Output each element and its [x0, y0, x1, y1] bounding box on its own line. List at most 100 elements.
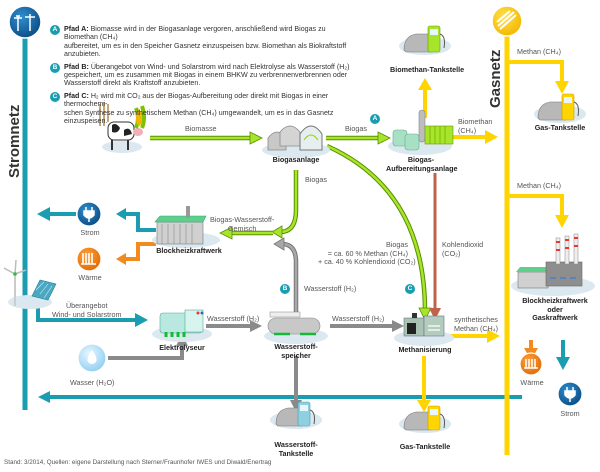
label-wasserstoffspeicher: Wasserstoff- speicher [266, 342, 326, 360]
hydrogen-lines [108, 237, 404, 412]
path-legend: A Pfad A: Biomasse wird in der Biogasanl… [50, 25, 354, 129]
flow-biogas-composition: Biogas = ca. 60 % Methan (CH₄) + ca. 40 … [318, 240, 416, 267]
badge-b: B [50, 62, 60, 73]
label-speicher-line-1: Wasserstoff- [274, 342, 318, 351]
diagram-badge-b: B [280, 284, 290, 294]
flow-kohlendioxid: Kohlendioxid (CO₂) [442, 240, 484, 258]
badge-a: A [50, 25, 60, 35]
label-speicher-line-2: speicher [281, 350, 311, 360]
flow-synth-methan-line-2: Methan (CH₄) [454, 323, 499, 333]
label-strom-left: Strom [80, 228, 100, 237]
diagram-badge-c: C [405, 284, 415, 294]
biogas-upgrading-plant-icon [388, 109, 454, 155]
flow-co2-line-2: (CO₂) [442, 248, 461, 258]
path-c-line-2: schen Synthese zu synthetischem Methan (… [64, 108, 334, 126]
flow-ueberangebot-line-2: Wind- und Solarstrom [52, 309, 122, 319]
gas-station-icon-bottom [399, 405, 451, 433]
label-aufbereitung-line-2: Aufbereitungsanlage [386, 163, 458, 173]
flow-biomethan-line-2: (CH₄) [458, 125, 477, 135]
gasnetz-lines [417, 36, 569, 455]
label-h2-station-line-2: Tankstelle [278, 448, 314, 458]
flow-biogas-top: Biogas [345, 124, 367, 133]
label-wasserstoff-tankstelle: Wasserstoff- Tankstelle [266, 440, 326, 458]
heat-radiator-icon-left [76, 246, 102, 272]
label-biogasanlage: Biogasanlage [272, 155, 320, 164]
diagram-badge-a: A [370, 114, 380, 124]
path-b-line-2: gespeichert, um es zusammen mit Biogas i… [64, 71, 348, 80]
flow-wasserstoff-2: Wasserstoff (H₂) [332, 314, 385, 323]
label-blockheizkraftwerk: Blockheizkraftwerk [156, 246, 222, 255]
flow-co2-line-1: Kohlendioxid [442, 240, 484, 249]
path-c-title: Pfad C: [64, 91, 89, 100]
label-wasser: Wasser (H₂O) [70, 378, 115, 387]
label-gas-tankstelle-bottom: Gas-Tankstelle [399, 442, 451, 451]
path-a-line-1: Biomasse wird in der Biogasanlage vergor… [64, 25, 326, 42]
label-aufbereitung-line-1: Biogas- [407, 155, 435, 164]
path-b-title: Pfad B: [64, 62, 89, 71]
label-bhkw-gaskraftwerk: Blockheizkraftwerk oder Gaskraftwerk [520, 296, 590, 323]
gasnetz-title: Gasnetz [487, 49, 504, 108]
path-a-line-2: aufbereitet, um es in den Speicher Gasne… [64, 41, 347, 59]
label-waerme-left: Wärme [78, 273, 102, 282]
flow-biogas-comp-line-2: = ca. 60 % Methan (CH₄) [327, 248, 408, 258]
heat-radiator-icon-right [519, 352, 543, 376]
biomethan-station-icon [399, 25, 451, 55]
power-pylon-icon [8, 5, 42, 39]
biogas-plant-icon [262, 125, 330, 158]
biogas-lines [150, 131, 432, 321]
flow-ueberangebot: Überangebot Wind- und Solarstrom [52, 301, 122, 319]
wind-solar-icon [3, 259, 57, 309]
path-b-description: B Pfad B: Überangebot von Wind- und Sola… [50, 62, 354, 88]
flow-wasserstoff-up: Wasserstoff (H₂) [304, 284, 357, 293]
flow-wasserstoff-1: Wasserstoff (H₂) [207, 314, 260, 323]
flow-biogas-down: Biogas [305, 175, 327, 184]
flow-biomethan: Biomethan (CH₄) [458, 117, 493, 135]
methanation-plant-icon [394, 313, 454, 346]
flow-synth-methan-line-1: synthetisches [454, 315, 498, 324]
path-c-description: C Pfad C: H₂ wird mit CO₂ aus der Biogas… [50, 91, 354, 126]
flow-biomasse: Biomasse [185, 124, 217, 133]
label-gas-tankstelle-top: Gas-Tankstelle [534, 123, 586, 132]
biomass-cow-icon [99, 102, 146, 153]
label-strom-right: Strom [560, 409, 580, 418]
power-plant-icon [511, 233, 595, 296]
flow-mix: Biogas-Wasserstoff- Gemisch [210, 215, 275, 233]
flow-synth-methan: synthetisches Methan (CH₄) [454, 315, 499, 333]
flow-biomethan-line-1: Biomethan [458, 117, 493, 126]
gas-station-icon-top [534, 93, 586, 123]
strom-plug-icon-right [557, 381, 583, 407]
label-biomethan-tankstelle: Biomethan-Tankstelle [390, 65, 465, 74]
label-bhkw-line-3: Gaskraftwerk [532, 313, 578, 323]
label-h2-station-line-1: Wasserstoff- [274, 440, 318, 449]
flow-ueberangebot-line-1: Überangebot [65, 301, 108, 310]
flow-biogas-comp-line-1: Biogas [386, 240, 408, 249]
water-drop-icon [77, 343, 107, 373]
label-waerme-right: Wärme [520, 378, 544, 387]
badge-c: C [50, 91, 60, 102]
electrolyser-icon [152, 309, 212, 342]
source-footer: Stand: 3/2014, Quellen: eigene Darstellu… [4, 459, 272, 466]
flow-mix-line-1: Biogas-Wasserstoff- [210, 215, 275, 224]
flow-methan-mid: Methan (CH₄) [517, 181, 562, 190]
path-b-line-3: Wasserstoff direkt als Kraftstoff anzubi… [64, 79, 201, 88]
hydrogen-storage-icon [264, 311, 328, 344]
label-bhkw-line-2: oder [547, 304, 563, 314]
gas-pipeline-icon [491, 5, 523, 37]
stromnetz-lines [22, 38, 570, 410]
label-bhkw-line-1: Blockheizkraftwerk [522, 296, 588, 305]
path-a-description: A Pfad A: Biomasse wird in der Biogasanl… [50, 25, 354, 59]
label-elektrolyseur: Elektrolyseur [159, 343, 205, 352]
path-a-title: Pfad A: [64, 25, 89, 33]
strom-plug-icon-left [76, 201, 102, 227]
chp-plant-icon [152, 206, 220, 248]
path-b-line-1: Überangebot von Wind- und Solarstrom wir… [90, 62, 350, 71]
flow-methan-top: Methan (CH₄) [517, 47, 562, 56]
path-c-line-1: H₂ wird mit CO₂ aus der Biogas-Aufbereit… [64, 91, 329, 109]
co2-line [429, 173, 441, 320]
label-methanisierung: Methanisierung [398, 345, 452, 354]
flow-biogas-comp-line-3: + ca. 40 % Kohlendioxid (CO₂) [318, 257, 416, 267]
label-aufbereitungsanlage: Biogas- Aufbereitungsanlage [386, 155, 458, 173]
hydrogen-station-icon [270, 401, 322, 429]
